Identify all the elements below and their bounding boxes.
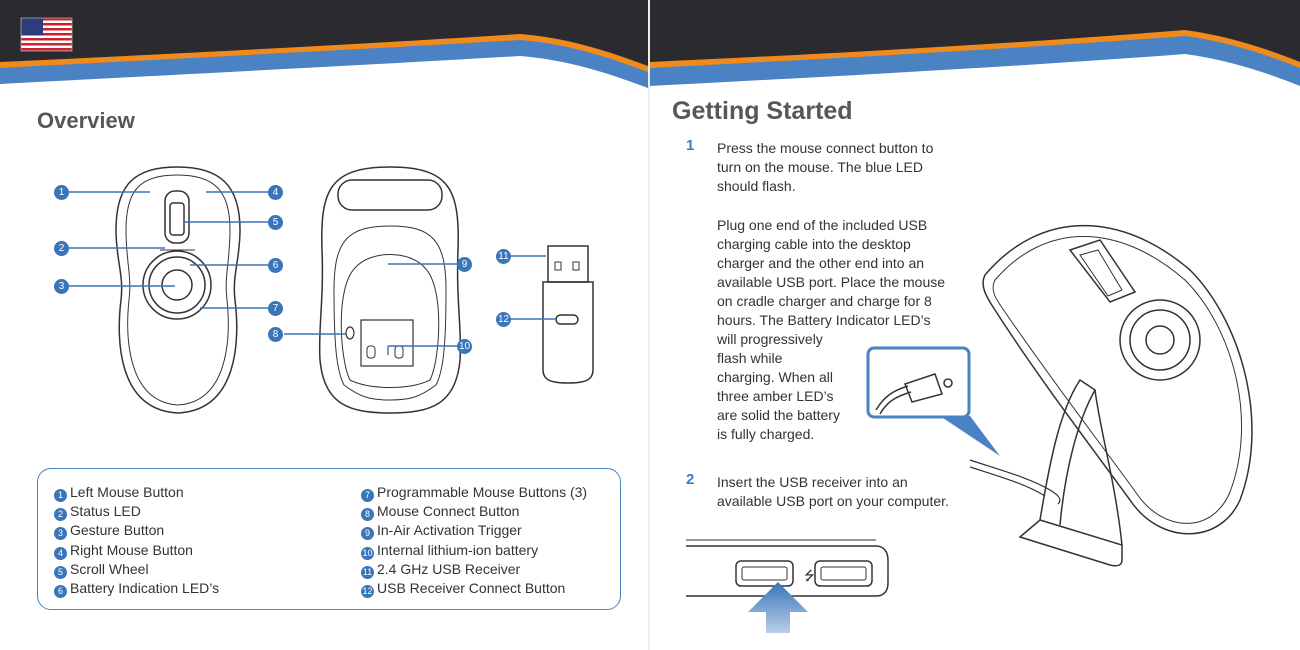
legend-label: Gesture Button — [70, 522, 165, 538]
text-line: is fully charged. — [717, 426, 815, 442]
callout-6: 6 — [268, 258, 283, 273]
step-1-number: 1 — [686, 137, 695, 154]
legend-box — [37, 468, 621, 610]
text-line: should flash. — [717, 178, 796, 194]
legend-label: Programmable Mouse Buttons (3) — [377, 484, 588, 500]
text-line: are solid the battery — [717, 407, 840, 423]
text-line: Insert the USB receiver into an — [717, 474, 908, 490]
mouse-top-callout-lines — [68, 191, 270, 309]
legend-number: 2 — [54, 508, 67, 521]
legend-number: 7 — [361, 489, 374, 502]
legend-number: 12 — [361, 585, 374, 598]
callout-4: 4 — [268, 185, 283, 200]
legend-number: 4 — [54, 547, 67, 560]
text-line: Press the mouse connect button to — [717, 140, 934, 156]
legend-label: In-Air Activation Trigger — [377, 522, 522, 538]
usb-receiver-illustration — [542, 245, 594, 384]
mouse-bottom-callout-lines — [284, 263, 458, 355]
step-1-text-a: Press the mouse connect button to turn o… — [717, 139, 977, 196]
callout-5: 5 — [268, 215, 283, 230]
callout-12: 12 — [496, 312, 511, 327]
legend-label: 2.4 GHz USB Receiver — [377, 561, 521, 577]
callout-10: 10 — [457, 339, 472, 354]
callout-7: 7 — [268, 301, 283, 316]
text-line: charger and the other end into an — [717, 255, 925, 271]
callout-1: 1 — [54, 185, 69, 200]
text-line: three amber LED’s — [717, 388, 834, 404]
callout-3: 3 — [54, 279, 69, 294]
callout-9: 9 — [457, 257, 472, 272]
legend-label: Left Mouse Button — [70, 484, 184, 500]
step-2-number: 2 — [686, 471, 695, 488]
legend-label: Battery Indication LED’s — [70, 580, 220, 596]
overview-title: Overview — [37, 108, 135, 133]
text-line: available USB port. Place the mouse — [717, 274, 946, 290]
legend-number: 10 — [361, 547, 374, 560]
legend-number: 6 — [54, 585, 67, 598]
callout-2: 2 — [54, 241, 69, 256]
text-line: will progressively — [717, 331, 823, 347]
callout-8: 8 — [268, 327, 283, 342]
laptop-usb-ports-illustration: ⭍ — [686, 539, 889, 597]
svg-text:⭍: ⭍ — [804, 569, 815, 584]
text-line: on cradle charger and charge for 8 — [717, 293, 932, 309]
mouse-bottom-illustration — [318, 166, 462, 414]
legend-label: Status LED — [70, 503, 141, 519]
legend-label: Mouse Connect Button — [377, 503, 520, 519]
legend-number: 8 — [361, 508, 374, 521]
getting-started-title: Getting Started — [672, 97, 853, 125]
callout-11: 11 — [496, 249, 511, 264]
mouse-cradle-illustration — [969, 224, 1253, 567]
legend-label: USB Receiver Connect Button — [377, 580, 566, 596]
us-flag-icon — [20, 17, 73, 52]
legend-number: 11 — [361, 566, 374, 579]
text-line: charging cable into the desktop — [717, 236, 911, 252]
header-banner-left — [0, 0, 648, 96]
step-1-text-b: Plug one end of the included USB chargin… — [717, 216, 977, 444]
legend-label: Scroll Wheel — [70, 561, 149, 577]
legend-label: Right Mouse Button — [70, 542, 193, 558]
text-line: flash while — [717, 350, 783, 366]
text-line: available USB port on your computer. — [717, 493, 949, 509]
step-2-text: Insert the USB receiver into an availabl… — [717, 473, 977, 511]
legend-number: 5 — [54, 566, 67, 579]
mouse-top-illustration — [115, 166, 241, 414]
usb-receiver-callout-lines — [510, 255, 556, 320]
legend-number: 9 — [361, 527, 374, 540]
header-banner-right — [650, 0, 1300, 96]
legend-number: 1 — [54, 489, 67, 502]
cable-plug-inset — [866, 346, 1000, 456]
legend-number: 3 — [54, 527, 67, 540]
legend-label: Internal lithium-ion battery — [377, 542, 539, 558]
text-line: turn on the mouse. The blue LED — [717, 159, 923, 175]
text-line: hours. The Battery Indicator LED’s — [717, 312, 931, 328]
text-line: charging. When all — [717, 369, 833, 385]
insert-arrow-icon — [748, 582, 808, 633]
text-line: Plug one end of the included USB — [717, 217, 928, 233]
